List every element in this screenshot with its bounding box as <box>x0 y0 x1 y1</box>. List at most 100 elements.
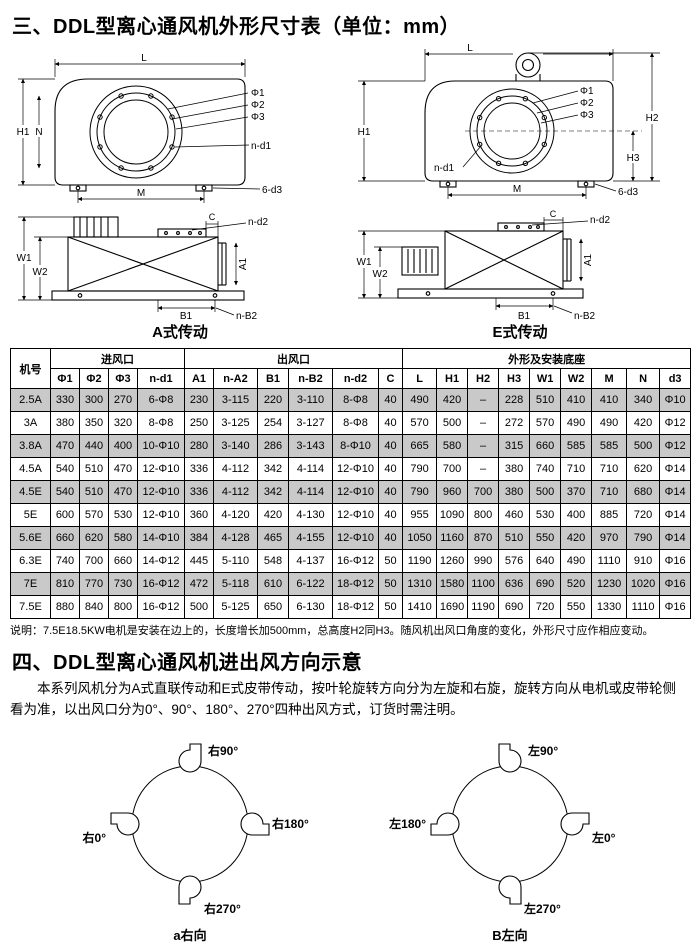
dimension-value-cell: 1330 <box>591 595 628 619</box>
dimension-value-cell: 400 <box>560 503 593 527</box>
left-rotation-drawing: 左90° 左180° 左0° 左270° <box>388 743 616 916</box>
dimension-value-cell: 1230 <box>591 572 628 596</box>
table-sub-header: n-d2 <box>332 368 379 389</box>
dimension-value-cell: 910 <box>626 549 661 573</box>
dimension-value-cell: 3-143 <box>288 434 333 458</box>
dimension-value-cell: Φ12 <box>659 434 692 458</box>
dim-label-phi1: Φ1 <box>251 88 265 99</box>
dimension-value-cell: 250 <box>184 411 214 435</box>
dimension-value-cell: 810 <box>50 572 80 596</box>
dimension-value-cell: 4-114 <box>288 457 333 481</box>
dimension-value-cell: 610 <box>257 572 289 596</box>
dimension-value-cell: 1260 <box>436 549 469 573</box>
bolt-holes <box>477 96 548 167</box>
dim-label-L: L <box>467 43 473 54</box>
dimension-value-cell: 4-114 <box>288 480 333 504</box>
dimension-value-cell: 340 <box>626 388 661 412</box>
dimension-value-cell: 8-Φ8 <box>332 411 379 435</box>
dimension-value-cell: 280 <box>184 434 214 458</box>
motor-pulley <box>515 52 541 81</box>
dimension-value-cell: 12-Φ10 <box>137 457 185 481</box>
dimension-value-cell: Φ14 <box>659 480 692 504</box>
dimension-value-cell: 1110 <box>591 549 628 573</box>
dimension-value-cell: 4-112 <box>213 457 258 481</box>
dimension-value-cell: 620 <box>626 457 661 481</box>
dimension-value-cell: 270 <box>108 388 138 412</box>
dimension-value-cell: 510 <box>529 388 562 412</box>
dimension-value-cell: 960 <box>436 480 469 504</box>
dimension-value-cell: 230 <box>184 388 214 412</box>
dimension-value-cell: 680 <box>626 480 661 504</box>
dimension-value-cell: 12-Φ10 <box>332 480 379 504</box>
dimension-value-cell: 500 <box>436 411 469 435</box>
table-group-header: 出风口 <box>183 348 404 369</box>
table-sub-header: n-A2 <box>213 368 258 389</box>
dimension-value-cell: 470 <box>108 457 138 481</box>
a-type-side-view-drawing: W1 W2 C n-d2 A1 B1 n-B2 <box>15 212 268 321</box>
label-right-180: 右180° <box>271 816 309 831</box>
dimension-value-cell: 384 <box>184 526 214 550</box>
dimension-value-cell: 40 <box>377 388 404 412</box>
dimension-value-cell: 8-Φ10 <box>332 434 379 458</box>
dimension-value-cell: 40 <box>377 503 404 527</box>
dimension-value-cell: 540 <box>50 457 80 481</box>
dimension-value-cell: 990 <box>467 549 500 573</box>
label-left-0: 左0° <box>591 830 616 845</box>
dimension-value-cell: 1190 <box>467 595 500 619</box>
inlet-flange-circles <box>465 88 642 174</box>
dimension-value-cell: Φ16 <box>659 549 692 573</box>
table-sub-header: n-d1 <box>137 368 185 389</box>
inlet-flange-circles <box>89 85 183 179</box>
dim-label-nd2: n-d2 <box>590 215 610 226</box>
dimension-value-cell: 530 <box>529 503 562 527</box>
dimension-value-cell: 420 <box>560 526 593 550</box>
table-sub-header: N <box>626 368 661 389</box>
dimension-value-cell: 40 <box>377 526 404 550</box>
dimension-value-cell: 576 <box>498 549 531 573</box>
dimension-value-cell: 420 <box>436 388 469 412</box>
dimension-value-cell: 1410 <box>402 595 438 619</box>
e-type-diagrams: L H1 H3 H2 M Φ1 Φ2 Φ3 n-d1 6-d3 <box>350 41 690 342</box>
label-right-90: 右90° <box>207 743 238 758</box>
dimension-value-cell: 40 <box>377 457 404 481</box>
rotation-circle <box>451 765 569 883</box>
dimension-value-cell: 5-118 <box>213 572 258 596</box>
dim-label-nd1: n-d1 <box>434 163 454 174</box>
dimension-value-cell: 955 <box>402 503 438 527</box>
dim-label-C: C <box>550 209 557 219</box>
dimension-value-cell: 470 <box>108 480 138 504</box>
table-sub-header: d3 <box>659 368 692 389</box>
dimension-value-cell: 660 <box>529 434 562 458</box>
dimension-value-cell: 4-120 <box>213 503 258 527</box>
dimension-value-cell: 700 <box>436 457 469 481</box>
machine-number-cell: 4.5E <box>10 480 51 504</box>
dimension-value-cell: 315 <box>498 434 531 458</box>
dimension-value-cell: 800 <box>467 503 500 527</box>
table-sub-header: L <box>402 368 438 389</box>
dimension-value-cell: 10-Φ10 <box>137 434 185 458</box>
dimension-value-cell: 220 <box>257 388 289 412</box>
dimension-value-cell: 3-110 <box>288 388 333 412</box>
dimension-value-cell: 380 <box>498 480 531 504</box>
dimension-value-cell: 510 <box>498 526 531 550</box>
dimension-value-cell: 700 <box>467 480 500 504</box>
dimension-value-cell: 420 <box>257 503 289 527</box>
dimension-value-cell: 460 <box>498 503 531 527</box>
dimension-value-cell: 790 <box>626 526 661 550</box>
dimension-value-cell: 3-140 <box>213 434 258 458</box>
table-sub-header: B1 <box>257 368 289 389</box>
dimension-lines <box>18 59 261 203</box>
section3-title: 三、DDL型离心通风机外形尺寸表（单位：mm） <box>12 16 461 38</box>
dimension-value-cell: 530 <box>108 503 138 527</box>
dimension-value-cell: 360 <box>184 503 214 527</box>
dimension-value-cell: 14-Φ10 <box>137 526 185 550</box>
dimension-value-cell: 6-Φ8 <box>137 388 185 412</box>
dimension-value-cell: 4-130 <box>288 503 333 527</box>
section4-title: 四、DDL型离心通风机进出风方向示意 <box>12 652 363 674</box>
dimension-value-cell: 636 <box>498 572 531 596</box>
table-sub-header: H3 <box>498 368 531 389</box>
